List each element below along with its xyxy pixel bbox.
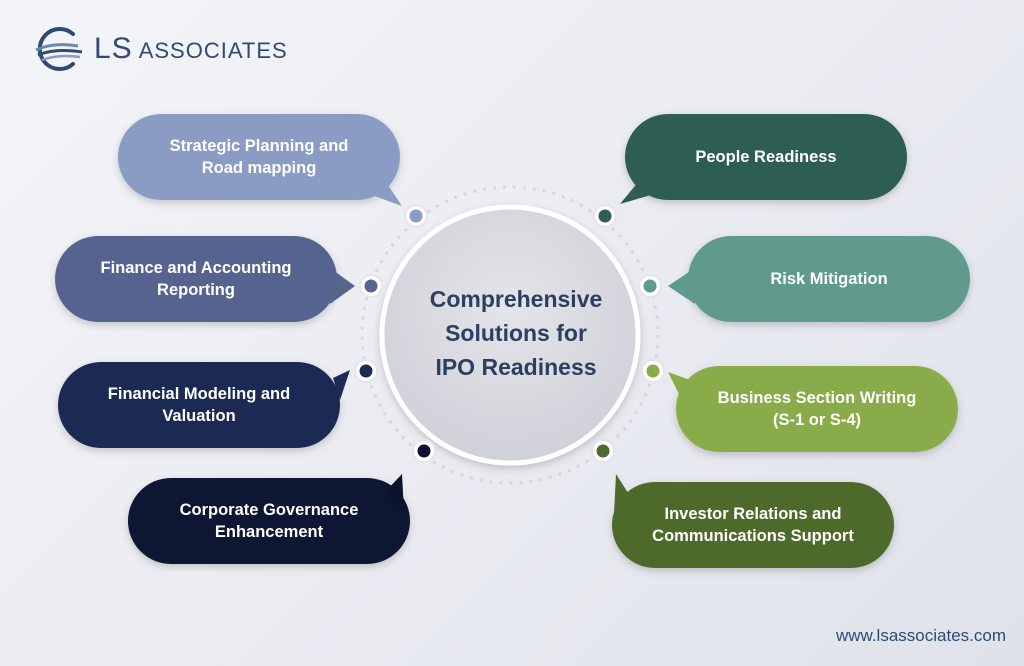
bubble-investor-relations [612,474,894,568]
bubble-corporate-governance [128,474,410,564]
label-risk-mitigation: Risk Mitigation [770,270,888,288]
label-business-section: Business Section Writing(S-1 or S-4) [717,389,917,429]
bubble-people-readiness [620,114,907,204]
brand-name-associates: ASSOCIATES [138,38,288,63]
brand-name-ls: LS [94,32,133,65]
left-connector-dot [359,364,373,378]
right-connector-dot [598,209,612,223]
right-connector-dot [596,444,610,458]
bubble-risk-mitigation [668,236,970,322]
center-title: Comprehensive Solutions for IPO Readines… [429,286,603,380]
bubble-business-section [668,366,958,452]
bubble-strategic-planning [118,114,402,206]
center-circle [379,204,641,466]
orbit-ring [360,185,660,485]
logo-emblem-icon [35,27,83,71]
right-connector-dot [643,279,657,293]
left-connector-dot [409,209,423,223]
label-people-readiness: People Readiness [695,148,837,166]
footer-url[interactable]: www.lsassociates.com [835,626,1006,645]
bubble-finance-accounting [55,236,355,322]
right-connector-dot [646,364,660,378]
connector-dots [354,204,665,463]
bubble-financial-modeling [58,362,350,448]
left-connector-dot [364,279,378,293]
left-connector-dot [417,444,431,458]
